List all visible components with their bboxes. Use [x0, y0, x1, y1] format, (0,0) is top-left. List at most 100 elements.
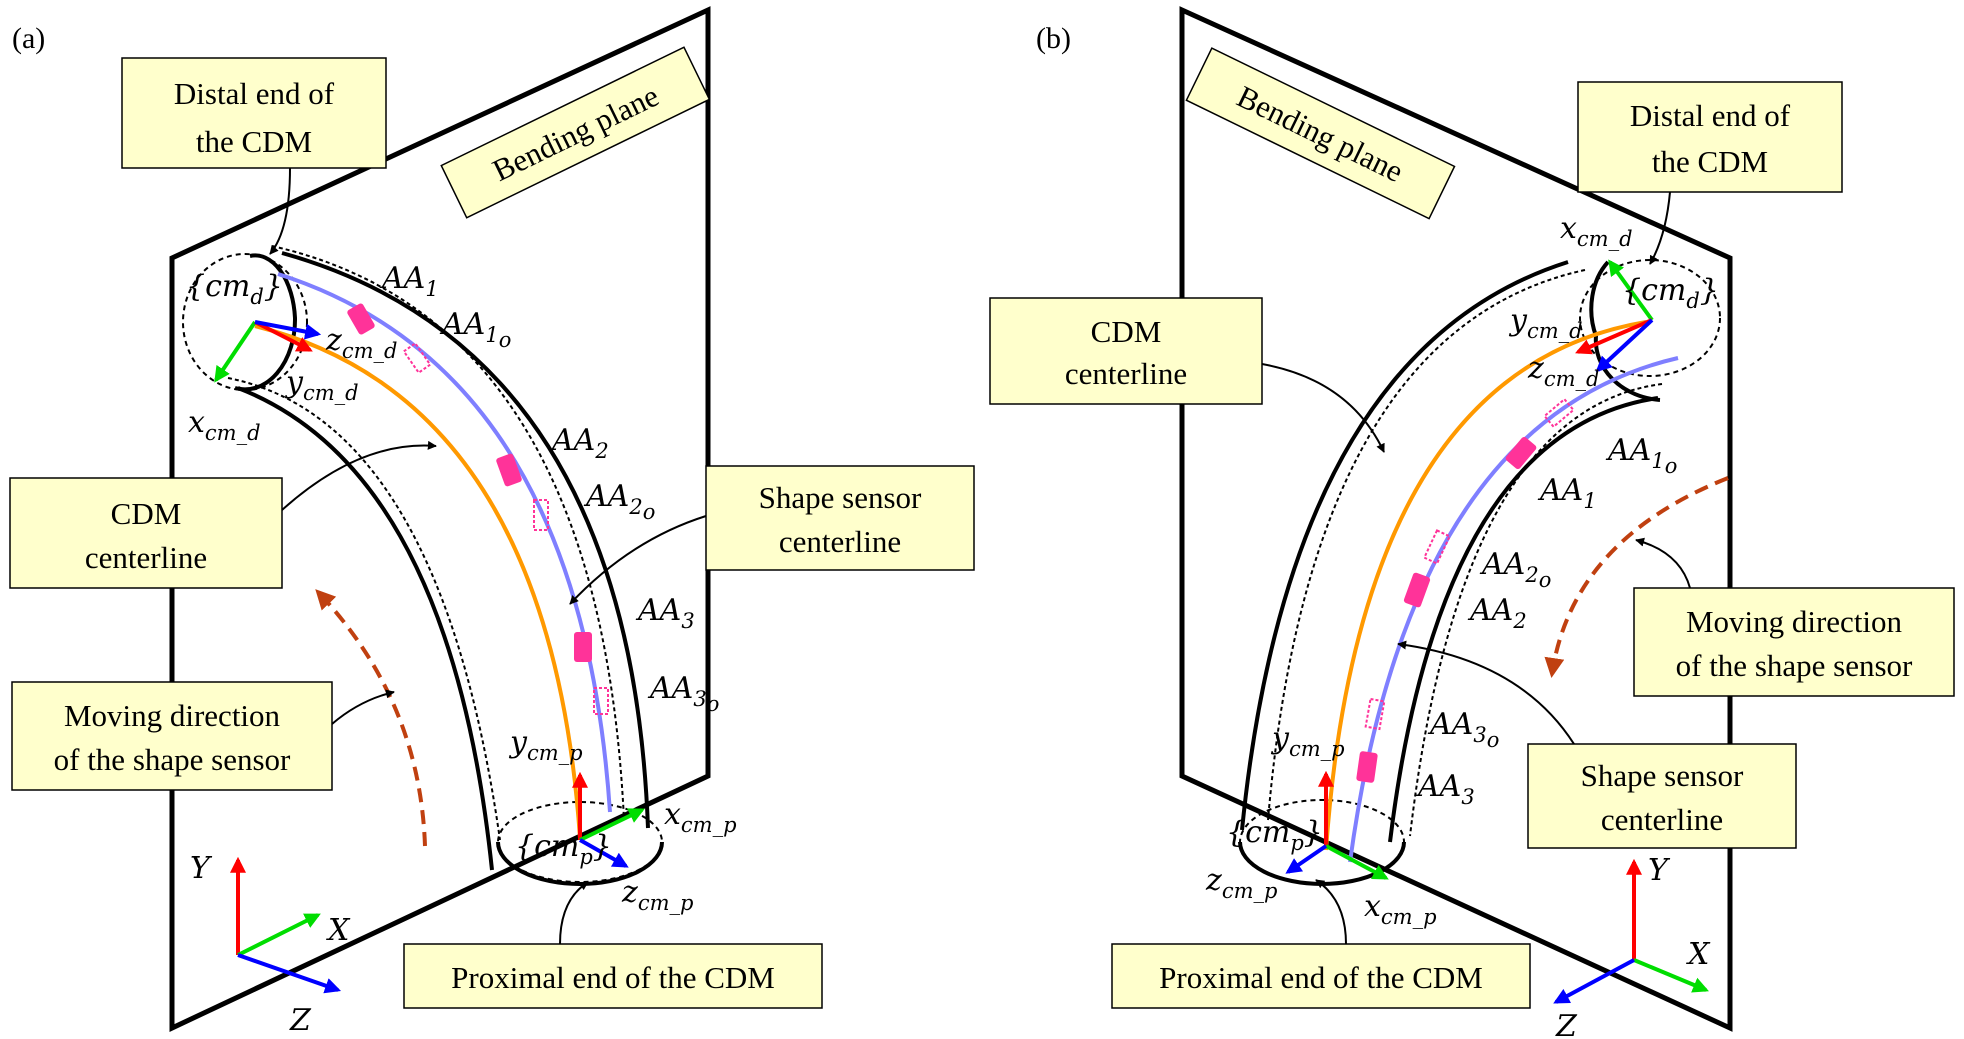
axis-y-cm-d-b — [1575, 318, 1653, 355]
label-aa1-a: AA1 — [379, 261, 439, 301]
moving-direction-line1-b: Moving direction — [1686, 604, 1903, 639]
proximal-end-box-a — [403, 943, 823, 1009]
distal-end-line2-a: the CDM — [196, 124, 312, 159]
moving-direction-pointer-a — [331, 689, 395, 725]
cdm-centerline-line1-a: CDM — [111, 496, 182, 531]
label-aa2-b: AA2 — [1467, 593, 1527, 633]
cdm-centerline-a — [254, 324, 582, 839]
frame-cm-p-b: {cmp} — [1226, 815, 1323, 855]
shape-sensor-line1-b: Shape sensor — [1581, 758, 1744, 793]
world-label-y-a: Y — [190, 851, 213, 886]
cdm-centerline-pointer-a — [281, 440, 437, 511]
sensor-marker-aa1o-b — [1543, 397, 1575, 429]
label-aa3o-b: AA3o — [1427, 707, 1499, 752]
moving-direction-line2-a: of the shape sensor — [54, 742, 291, 777]
axis-z-cm-p-b — [1285, 844, 1328, 874]
cdm-centerline-line1-b: CDM — [1091, 314, 1162, 349]
tube-outer-left-a — [237, 386, 494, 871]
distal-end-line1-a: Distal end of — [174, 76, 335, 111]
sensor-marker-aa3-b — [1356, 751, 1378, 783]
shape-sensor-box-b — [1527, 743, 1797, 849]
label-aa1o-a: AA1o — [439, 307, 511, 352]
distal-end-pointer-a — [269, 167, 291, 255]
panel-a: (a) {cmd} {cmp} xcm_d — [9, 6, 975, 1038]
cdm-centerline-pointer-b — [1261, 363, 1385, 453]
moving-direction-pointer-b — [1635, 537, 1691, 589]
tube-outer-right-b — [1388, 396, 1659, 843]
shape-sensor-pointer-b — [1397, 640, 1575, 745]
axis-z-cm-d-a — [254, 320, 322, 340]
world-label-x-b: X — [1686, 937, 1711, 972]
tube-inner-dotted2-a — [271, 245, 625, 821]
axis-x-cm-p-a — [579, 808, 645, 842]
axis-x-cm-d-b — [1608, 259, 1654, 322]
moving-direction-line2-b: of the shape sensor — [1676, 648, 1913, 683]
moving-direction-box-a — [11, 681, 333, 791]
distal-end-line1-b: Distal end of — [1630, 98, 1791, 133]
world-axis-z-a — [237, 953, 342, 994]
world-axis-x-a — [237, 913, 321, 957]
world-label-y-b: Y — [1648, 853, 1671, 888]
panel-a-label: (a) — [12, 22, 45, 55]
proximal-end-label-a: Proximal end of the CDM — [451, 960, 775, 995]
tube-outer-left-b — [1240, 260, 1569, 831]
label-x-cm-p-b: xcm_p — [1364, 889, 1437, 929]
world-label-x-a: X — [326, 913, 351, 948]
sensor-marker-aa2-a — [496, 453, 522, 487]
label-aa2o-b: AA2o — [1479, 547, 1551, 592]
bending-plane-b — [1179, 6, 1733, 1032]
cdm-centerline-b — [1324, 320, 1647, 851]
world-label-z-a: Z — [289, 1003, 312, 1038]
sensor-marker-aa3o-b — [1364, 697, 1386, 731]
proximal-end-pointer-a — [559, 881, 589, 945]
label-x-cm-d-a: xcm_d — [188, 405, 261, 445]
sensor-marker-aa2o-a — [533, 499, 549, 531]
label-aa3-a: AA3 — [635, 593, 695, 633]
label-y-cm-p-b: ycm_p — [1270, 721, 1345, 761]
sensor-marker-aa2-b — [1403, 572, 1431, 608]
sensor-marker-aa1-a — [347, 303, 375, 335]
label-x-cm-d-b: xcm_d — [1560, 211, 1633, 251]
axis-z-cm-d-b — [1595, 318, 1654, 373]
tube-outer-right-a — [281, 251, 650, 829]
label-z-cm-d-a: zcm_d — [325, 323, 397, 363]
axis-x-cm-p-b — [1325, 844, 1389, 880]
frame-cm-p-a: {cmp} — [515, 829, 612, 869]
sensor-marker-aa3-a — [574, 632, 592, 662]
sensor-marker-aa2o-b — [1422, 529, 1452, 565]
frame-cm-d-b: {cmd} — [1622, 273, 1719, 313]
shape-sensor-box-a — [705, 465, 975, 571]
shape-sensor-pointer-a — [569, 515, 707, 605]
moving-direction-arrow-a — [315, 589, 427, 847]
shape-sensor-line1-a: Shape sensor — [759, 480, 922, 515]
frame-cm-d-a: {cmd} — [186, 269, 283, 309]
proximal-end-label-b: Proximal end of the CDM — [1159, 960, 1483, 995]
label-aa1-b: AA1 — [1537, 473, 1597, 513]
distal-end-rim-a — [234, 253, 298, 392]
shape-sensor-line2-a: centerline — [779, 524, 901, 559]
label-z-cm-p-a: zcm_p — [621, 875, 693, 915]
label-y-cm-p-a: ycm_p — [508, 725, 583, 765]
label-aa3-b: AA3 — [1415, 769, 1475, 809]
cdm-centerline-box-a — [9, 477, 283, 589]
tube-inner-dotted-b — [1267, 269, 1586, 821]
distal-end-line2-b: the CDM — [1652, 144, 1768, 179]
tube-inner-dotted-a — [227, 377, 501, 841]
sensor-centerline-b — [1348, 356, 1679, 863]
distal-end-box-a — [121, 57, 387, 169]
moving-direction-line1-a: Moving direction — [64, 698, 281, 733]
world-label-z-b: Z — [1555, 1009, 1578, 1039]
moving-direction-arrow-b — [1544, 476, 1729, 678]
cdm-centerline-box-b — [989, 297, 1263, 405]
label-y-cm-d-a: ycm_d — [284, 365, 359, 405]
label-z-cm-p-b: zcm_p — [1205, 863, 1277, 903]
proximal-end-box-b — [1111, 943, 1531, 1009]
label-y-cm-d-b: ycm_d — [1508, 303, 1583, 343]
sensor-marker-aa1-b — [1505, 436, 1537, 470]
moving-direction-box-b — [1633, 587, 1955, 697]
label-z-cm-d-b: zcm_d — [1527, 351, 1599, 391]
proximal-end-pointer-b — [1315, 879, 1347, 945]
label-aa2o-a: AA2o — [583, 479, 655, 524]
world-axis-z-b — [1553, 958, 1635, 1004]
